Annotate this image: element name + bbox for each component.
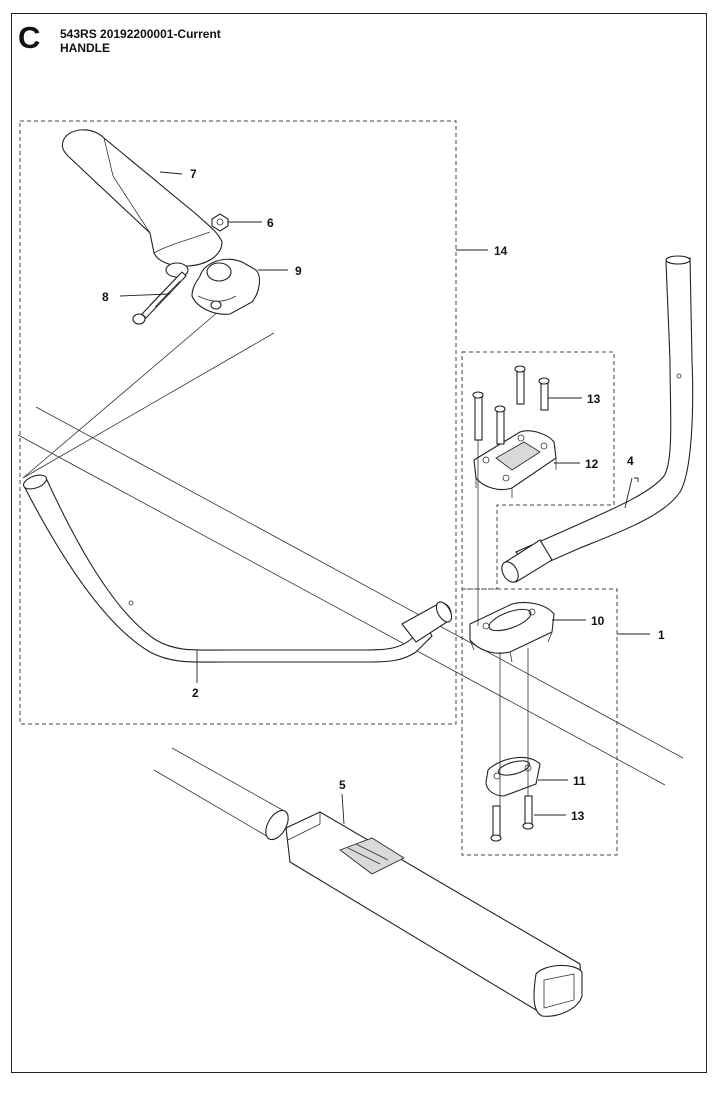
callout-5: 5 [339, 778, 346, 792]
callout-11: 11 [573, 774, 586, 788]
callout-10: 10 [591, 614, 605, 628]
model-serial-line: 543RS 20192200001-Current [60, 27, 221, 41]
handlebar-part-2 [22, 474, 453, 663]
grip-part-7 [61, 129, 223, 278]
screw-part-8 [132, 271, 187, 325]
page-frame [11, 13, 707, 1073]
screws-part-13-upper [472, 365, 550, 445]
grip-assembly-line-a [22, 332, 275, 479]
upper-clamp-part-12 [473, 430, 557, 498]
clamp-part-9 [191, 258, 261, 315]
shaft-tube [153, 747, 289, 841]
assembly-alignment-lines [477, 440, 529, 806]
leader-lines [119, 171, 650, 825]
housing-part-5 [285, 811, 583, 1017]
grip-assembly-line-b [22, 299, 233, 479]
shaft-axis-line-lower [17, 434, 666, 786]
callout-8: 8 [102, 290, 109, 304]
callout-4: 4 [627, 454, 634, 468]
callout-1: 1 [658, 628, 665, 642]
clamp-part-11 [485, 756, 541, 797]
callout-12: 12 [585, 457, 599, 471]
callout-6: 6 [267, 216, 274, 230]
group-box-1 [461, 588, 618, 856]
screws-part-13-lower [490, 795, 534, 842]
handle-tube-part-4 [501, 255, 694, 583]
callout-13-upper: 13 [587, 392, 601, 406]
clamp-part-10 [469, 601, 555, 663]
section-letter: C [18, 20, 41, 55]
shaft-axis-line-upper [35, 406, 684, 759]
callout-13-lower: 13 [571, 809, 585, 823]
callout-14: 14 [494, 244, 508, 258]
group-box-14 [19, 120, 457, 725]
nut-part-6 [211, 213, 229, 232]
callout-9: 9 [295, 264, 302, 278]
callout-7: 7 [190, 167, 197, 181]
diagram-title: HANDLE [60, 41, 110, 55]
callout-2: 2 [192, 686, 199, 700]
